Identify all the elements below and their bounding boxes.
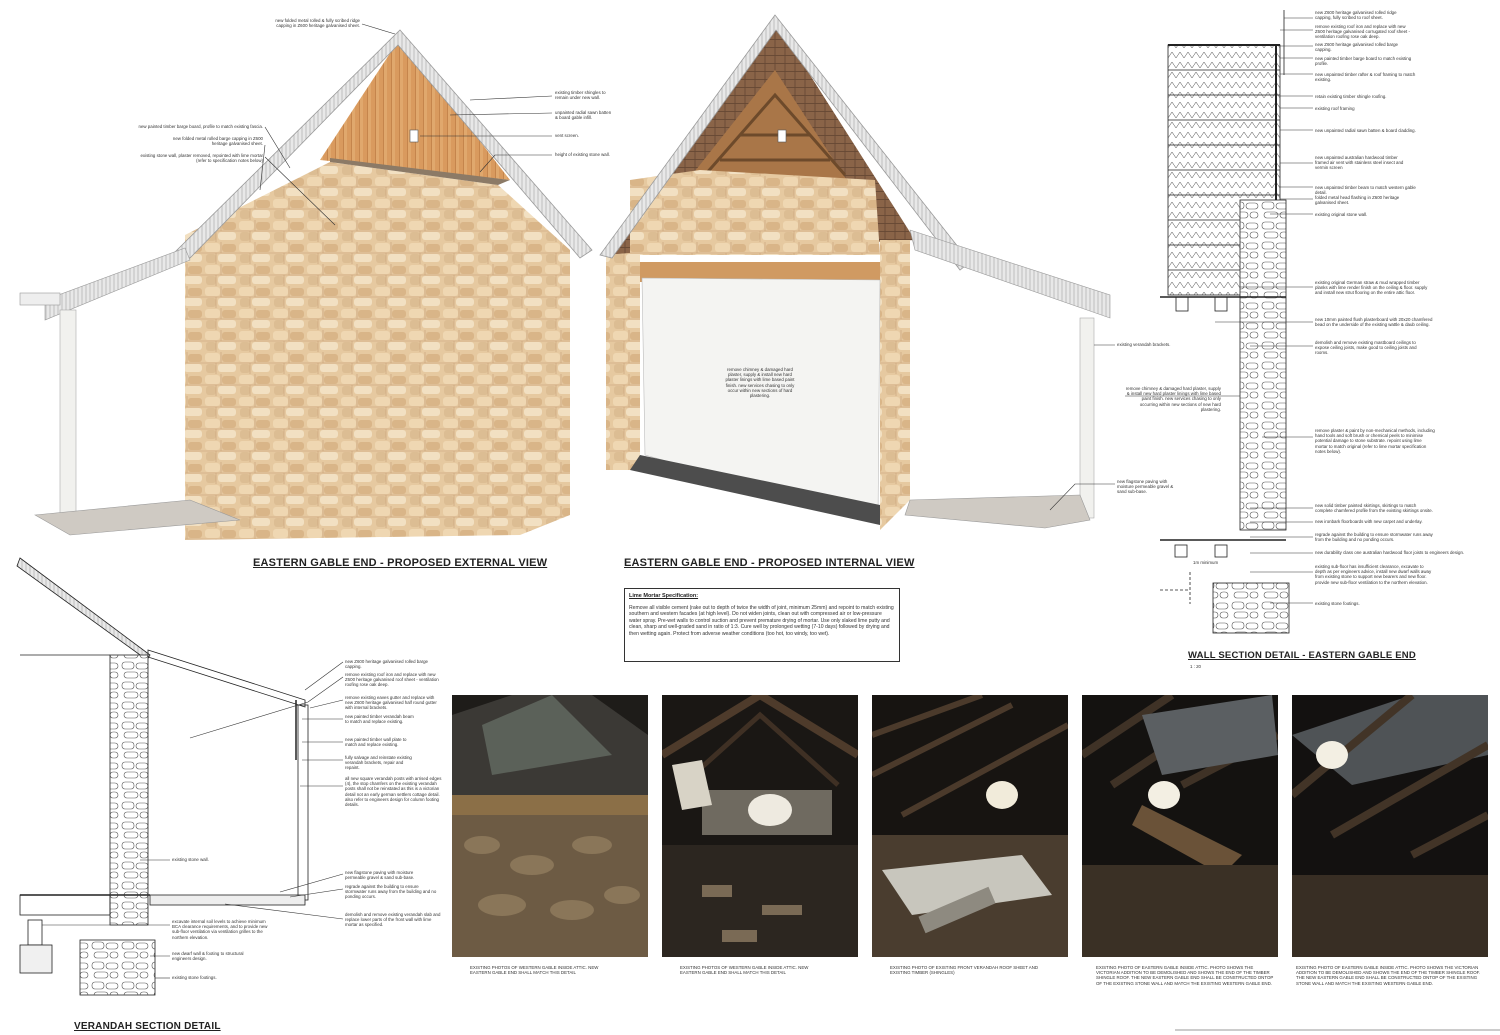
note-stone-height: height of existing stone wall. xyxy=(555,152,610,157)
wall-note: existing original stone wall. xyxy=(1315,212,1368,217)
attic-photo-5 xyxy=(1292,695,1488,957)
wall-section-drawing xyxy=(1160,10,1290,634)
note-stone-wall: existing stone wall, plaster removed, re… xyxy=(140,153,263,164)
wall-note: new 10mm painted flush plasterboard with… xyxy=(1315,317,1433,328)
wall-note: new durability class one australian hard… xyxy=(1315,550,1465,555)
spec-body: Remove all visible cement (rake out to d… xyxy=(629,605,894,637)
wall-note: new ironbark floorboards with new carpet… xyxy=(1315,519,1423,524)
wall-note: new unpainted australian hardwood timber… xyxy=(1315,155,1404,171)
verandah-note: existing stone wall. xyxy=(172,857,209,862)
wall-note: demolish and remove existing mastboard c… xyxy=(1315,340,1417,356)
verandah-note: remove existing eaves gutter and replace… xyxy=(345,695,437,711)
wall-note: existing stone footings. xyxy=(1315,601,1360,606)
wall-note: new unpainted timber beam to match weste… xyxy=(1315,185,1416,196)
verandah-section-drawing xyxy=(16,557,309,996)
wall-note: new Z600 heritage galvanised rolled barg… xyxy=(1315,42,1398,53)
note-vent-screen: vent screen. xyxy=(555,133,579,138)
leader-lines xyxy=(42,17,1500,1031)
verandah-note: new painted timber wall plate to match a… xyxy=(345,737,407,748)
verandah-note: new dwarf wall & footing to structural e… xyxy=(172,951,244,962)
note-flagstone-paving: new flagstone paving with moisture perme… xyxy=(1117,479,1174,495)
note-ridge-capping: new folded metal rolled & fully scribed … xyxy=(275,18,360,29)
photo-caption-1: EXISTING PHOTOS OF WESTERN GABLE INSIDE … xyxy=(470,965,599,976)
wall-note: existing sub-floor has insufficient clea… xyxy=(1315,564,1432,585)
photo-caption-3: EXISTING PHOTO OF EXISTING FRONT VERANDA… xyxy=(890,965,1039,976)
photo-caption-2: EXISTING PHOTOS OF WESTERN GABLE INSIDE … xyxy=(680,965,809,976)
lime-mortar-spec-box: Lime Mortar Specification: Remove all vi… xyxy=(624,588,900,662)
attic-photo-3 xyxy=(872,695,1068,957)
wall-note: new unpainted radial sawn batten & board… xyxy=(1315,128,1416,133)
verandah-note: demolish and remove existing verandah sl… xyxy=(345,912,441,928)
verandah-note: remove existing roof iron and replace wi… xyxy=(345,672,439,688)
wall-section-title: WALL SECTION DETAIL - EASTERN GABLE END xyxy=(1188,650,1416,661)
wall-note: existing original German straw & mud wra… xyxy=(1315,280,1428,296)
note-internal-plaster: remove chimney & damaged hard plaster, s… xyxy=(725,367,795,399)
photo-caption-5: EXISTING PHOTO OF EASTERN GABLE INSIDE A… xyxy=(1296,965,1481,986)
verandah-note: excavate internal soil levels to achieve… xyxy=(172,919,268,940)
note-barge-board: new painted timber barge board, profile … xyxy=(138,124,263,129)
note-barge-capping: new folded metal rolled barge capping in… xyxy=(172,136,263,147)
wall-note: existing roof framing xyxy=(1315,106,1355,111)
note-batten-infill: unpainted radial sawn batten & board gab… xyxy=(555,110,612,121)
spec-title: Lime Mortar Specification: xyxy=(629,593,699,599)
wall-note: remove plaster & paint by non-mechanical… xyxy=(1315,428,1435,454)
note-timber-shingles: existing timber shingles to remain under… xyxy=(555,90,606,101)
wall-note: regrade against the building to ensure s… xyxy=(1315,532,1433,543)
verandah-note: fully salvage and reinstate existing ver… xyxy=(345,755,412,771)
wall-note: new solid timber painted skirtings, skir… xyxy=(1315,503,1433,514)
verandah-section-title: VERANDAH SECTION DETAIL xyxy=(74,1021,221,1032)
photo-caption-4: EXISTING PHOTO OF EASTERN GABLE INSIDE A… xyxy=(1096,965,1274,986)
wall-note: folded metal head flashing in Z600 herit… xyxy=(1315,195,1400,206)
wall-section-scale: 1 : 20 xyxy=(1190,664,1201,669)
wall-note: new unpainted timber rafter & roof frami… xyxy=(1315,72,1416,83)
attic-photo-4 xyxy=(1082,695,1278,957)
note-verandah-brackets: existing verandah brackets. xyxy=(1117,342,1171,347)
attic-photo-1 xyxy=(452,695,648,957)
external-view-render xyxy=(19,29,593,540)
wall-note: remove existing roof iron and replace wi… xyxy=(1315,24,1410,40)
verandah-note: all new square verandah posts with arris… xyxy=(345,776,442,808)
attic-photo-2 xyxy=(662,695,858,957)
internal-view-render xyxy=(599,14,1111,530)
wall-note: remove chimney & damaged hard plaster, s… xyxy=(1125,386,1221,412)
verandah-note: new flagstone paving with moisture perme… xyxy=(345,870,415,881)
internal-view-title: EASTERN GABLE END - PROPOSED INTERNAL VI… xyxy=(624,557,915,569)
verandah-note: new Z600 heritage galvanised rolled barg… xyxy=(345,659,428,670)
external-view-title: EASTERN GABLE END - PROPOSED EXTERNAL VI… xyxy=(253,557,548,569)
verandah-note: new painted timber verandah beam to matc… xyxy=(345,714,414,725)
verandah-note: regrade against the building to ensure s… xyxy=(345,884,437,900)
verandah-note: existing stone footings. xyxy=(172,975,217,980)
wall-note: new Z600 heritage galvanised rolled ridg… xyxy=(1315,10,1397,21)
wall-dimension: 1m minimum xyxy=(1193,560,1219,565)
wall-note: new painted timber barge board to match … xyxy=(1315,56,1412,67)
wall-note: retain existing timber shingle roofing. xyxy=(1315,94,1387,99)
